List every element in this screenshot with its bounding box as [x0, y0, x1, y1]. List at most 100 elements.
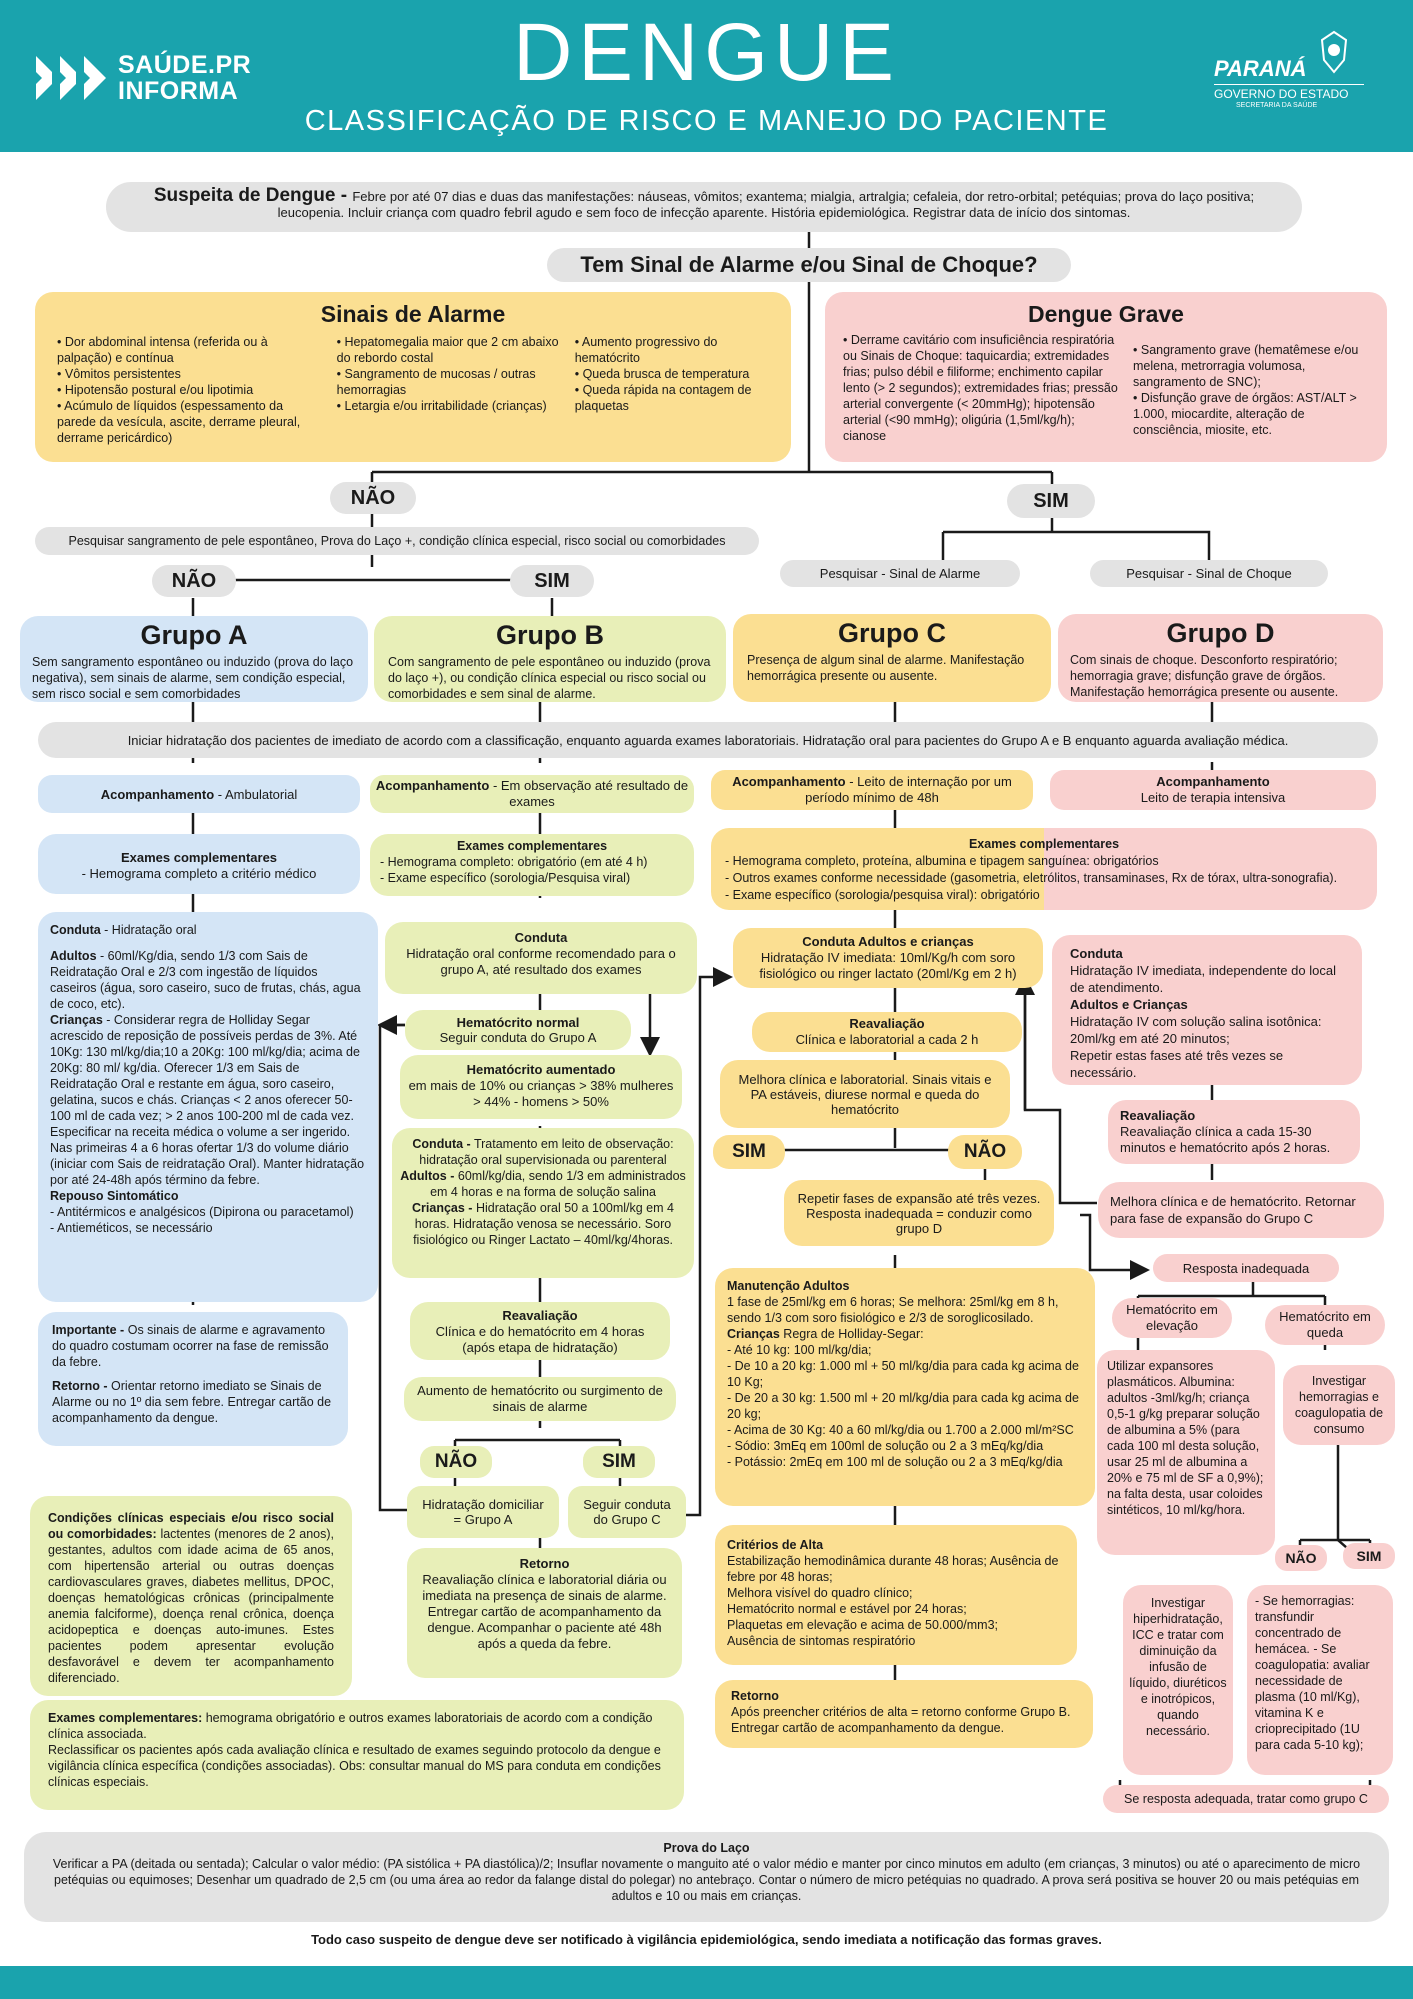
logo-line1: SAÚDE.PR — [118, 51, 252, 79]
grupo-c-box: Grupo C Presença de algum sinal de alarm… — [733, 614, 1051, 702]
condicoes-exames-box: Exames complementares: hemograma obrigat… — [30, 1700, 684, 1810]
sim-badge: SIM — [713, 1135, 785, 1169]
list-item: Sangramento de mucosas / outras hemorrag… — [337, 366, 563, 398]
nao-badge: NÃO — [330, 482, 416, 514]
dengue-grave-title: Dengue Grave — [1028, 301, 1184, 327]
prova-laco-title: Prova do Laço — [663, 1841, 750, 1855]
grupo-b-box: Grupo B Com sangramento de pele espontân… — [374, 616, 726, 702]
chevron-icon — [76, 56, 106, 100]
suspeita-box: Suspeita de Dengue - Febre por até 07 di… — [106, 182, 1302, 232]
exames-cd: Exames complementares - Hemograma comple… — [711, 828, 1377, 910]
state-name: PARANÁ — [1214, 56, 1307, 81]
investigar-hemorragias: Investigar hemorragias e coagulopatia de… — [1283, 1365, 1395, 1445]
hid-domiciliar-box: Hidratação domiciliar = Grupo A — [407, 1486, 559, 1538]
footer-band — [0, 1966, 1413, 1999]
grupo-d-text: Com sinais de choque. Desconforto respir… — [1070, 653, 1339, 699]
alarm-question: Tem Sinal de Alarme e/ou Sinal de Choque… — [547, 248, 1071, 282]
nao-badge: NÃO — [948, 1135, 1022, 1169]
list-item: Vômitos persistentes — [57, 366, 325, 382]
pesquisar-choque: Pesquisar - Sinal de Choque — [1090, 560, 1328, 587]
melhora-d-box: Melhora clínica e de hematócrito. Retorn… — [1098, 1182, 1384, 1238]
list-item: Hepatomegalia maior que 2 cm abaixo do r… — [337, 334, 563, 366]
pesquisar-alarme: Pesquisar - Sinal de Alarme — [780, 560, 1020, 587]
grave-list-2: Sangramento grave (hematêmese e/ou melen… — [1133, 342, 1369, 444]
page-subtitle: CLASSIFICAÇÃO DE RISCO E MANEJO DO PACIE… — [304, 105, 1109, 137]
list-item: Dor abdominal intensa (referida ou à pal… — [57, 334, 325, 366]
gov-label: GOVERNO DO ESTADO — [1214, 84, 1364, 101]
pesquisar-sangramento: Pesquisar sangramento de pele espontâneo… — [35, 527, 759, 555]
parana-logo: PARANÁ GOVERNO DO ESTADO SECRETARIA DA S… — [1214, 30, 1374, 109]
notificacao-text: Todo caso suspeito de dengue deve ser no… — [311, 1932, 1102, 1947]
list-item: Letargia e/ou irritabilidade (crianças) — [337, 398, 563, 414]
resposta-adequada: Se resposta adequada, tratar como grupo … — [1103, 1785, 1389, 1813]
sinais-alarme-title: Sinais de Alarme — [320, 301, 506, 327]
alarme-list-2: Hepatomegalia maior que 2 cm abaixo do r… — [337, 334, 563, 446]
nao-badge: NÃO — [1275, 1545, 1327, 1571]
condicoes-box: Condições clínicas especiais e/ou risco … — [30, 1496, 352, 1696]
list-item: Hipotensão postural e/ou lipotimia — [57, 382, 325, 398]
grupo-c-title: Grupo C — [838, 618, 946, 648]
conduta-b2-box: Conduta - Tratamento em leito de observa… — [392, 1128, 694, 1278]
conduta-d-box: Conduta Hidratação IV imediata, independ… — [1052, 935, 1362, 1085]
grupo-a-title: Grupo A — [140, 620, 248, 650]
melhora-c-box: Melhora clínica e laboratorial. Sinais v… — [720, 1060, 1010, 1128]
resposta-inadequada: Resposta inadequada — [1153, 1254, 1339, 1282]
dengue-grave-box: Dengue Grave Derrame cavitário com insuf… — [825, 292, 1387, 462]
sinais-alarme-box: Sinais de Alarme Dor abdominal intensa (… — [35, 292, 791, 462]
list-item: Sangramento grave (hematêmese e/ou melen… — [1133, 342, 1369, 390]
seguir-c-box: Seguir conduta do Grupo C — [568, 1486, 686, 1538]
sim-badge: SIM — [510, 565, 594, 597]
acomp-b: Acompanhamento - Em observação até resul… — [370, 775, 694, 813]
nao-badge: NÃO — [420, 1446, 492, 1478]
criterios-alta-box: Critérios de Alta Estabilização hemodinâ… — [715, 1525, 1077, 1665]
ht-elevacao: Hematócrito em elevação — [1112, 1298, 1232, 1338]
grupo-a-box: Grupo A Sem sangramento espontâneo ou in… — [20, 616, 368, 702]
list-item: Queda brusca de temperatura — [575, 366, 769, 382]
grupo-d-title: Grupo D — [1166, 618, 1275, 648]
alarme-list-1: Dor abdominal intensa (referida ou à pal… — [57, 334, 325, 446]
list-item: Aumento progressivo do hematócrito — [575, 334, 769, 366]
acomp-c: Acompanhamento - Leito de internação por… — [711, 770, 1033, 810]
page-title: DENGUE — [513, 7, 900, 98]
grave-list-1: Derrame cavitário com insuficiência resp… — [843, 332, 1121, 444]
aumento-ht-box: Aumento de hematócrito ou surgimento de … — [404, 1377, 676, 1421]
header-banner — [0, 0, 1413, 152]
grupo-a-text: Sem sangramento espontâneo ou induzido (… — [32, 655, 354, 701]
exames-a: Exames complementares- Hemograma complet… — [38, 834, 360, 894]
conduta-a-box: Conduta - Hidratação oral Adultos - 60ml… — [38, 912, 378, 1302]
exames-b: Exames complementares - Hemograma comple… — [370, 834, 694, 896]
sim-badge: SIM — [583, 1446, 655, 1478]
grupo-d-box: Grupo D Com sinais de choque. Desconfort… — [1058, 614, 1383, 702]
grupo-b-text: Com sangramento de pele espontâneo ou in… — [388, 655, 711, 701]
coat-of-arms-icon — [1320, 30, 1348, 74]
hidratacao-banner: Iniciar hidratação dos pacientes de imed… — [38, 722, 1378, 758]
grupo-b-title: Grupo B — [496, 620, 604, 650]
repetir-box: Repetir fases de expansão até três vezes… — [784, 1180, 1054, 1246]
alarme-list-3: Aumento progressivo do hematócrito Queda… — [575, 334, 769, 446]
nao-badge: NÃO — [152, 565, 236, 597]
list-item: Queda rápida na contagem de plaquetas — [575, 382, 769, 414]
sim-badge: SIM — [1007, 484, 1095, 518]
grupo-c-text: Presença de algum sinal de alarme. Manif… — [747, 653, 1025, 683]
importante-box: Importante - Os sinais de alarme e agrav… — [38, 1312, 348, 1446]
suspeita-label: Suspeita de Dengue - — [153, 185, 353, 206]
ht-queda: Hematócrito em queda — [1265, 1305, 1385, 1345]
investigar-hiper: Investigar hiperhidratação, ICC e tratar… — [1123, 1585, 1233, 1775]
list-item: Acúmulo de líquidos (espessamento da par… — [57, 398, 325, 446]
expansores-box: Utilizar expansores plasmáticos. Albumin… — [1097, 1350, 1275, 1555]
dept-label: SECRETARIA DA SAÚDE — [1236, 102, 1318, 109]
prova-laco-text: Verificar a PA (deitada ou sentada); Cal… — [52, 1857, 1361, 1903]
logo-line2: INFORMA — [118, 77, 239, 105]
acomp-a: Acompanhamento - Ambulatorial — [38, 775, 360, 813]
